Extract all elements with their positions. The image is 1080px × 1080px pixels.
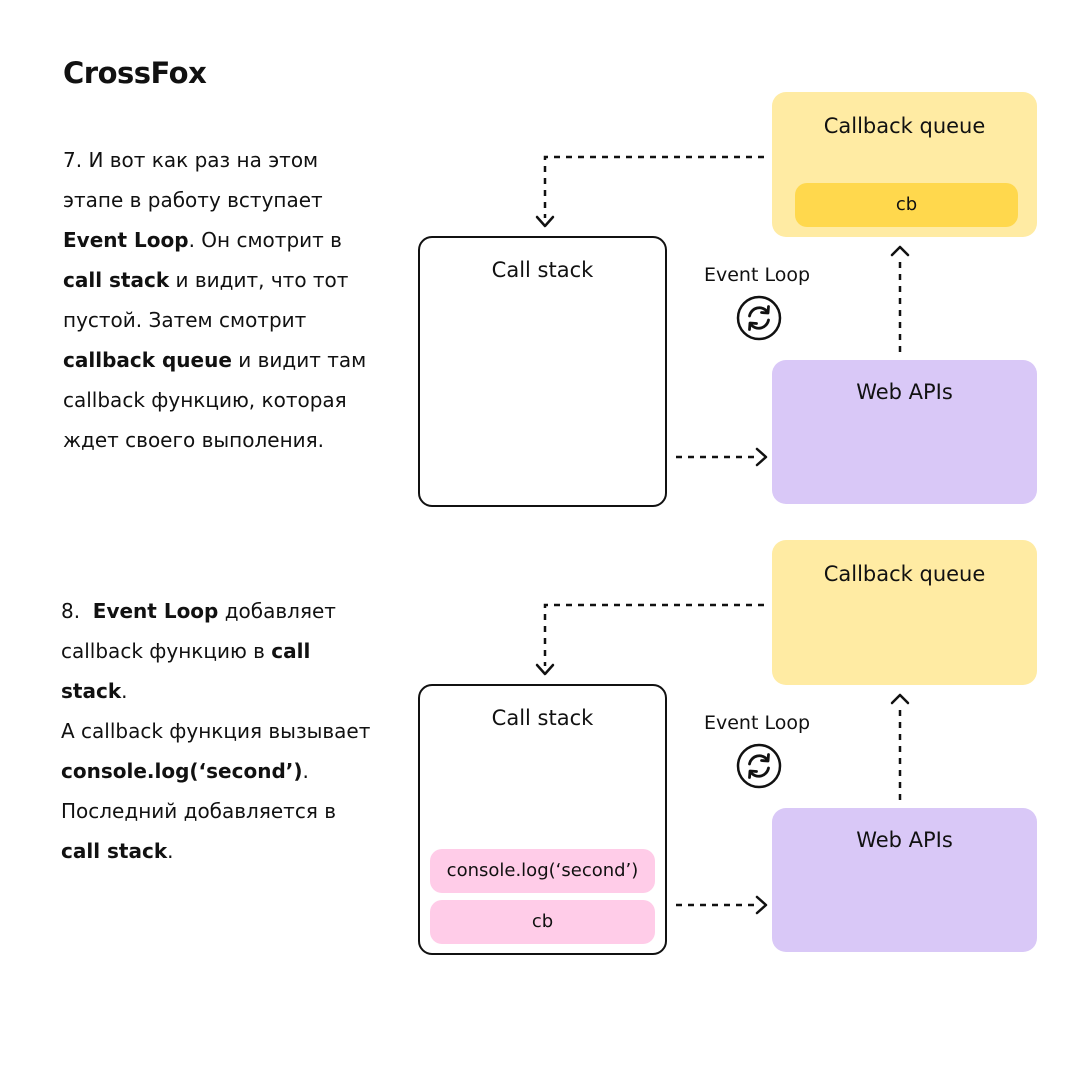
desc-text: 7. И вот как раз на этом	[63, 148, 319, 172]
web-apis-title: Web APIs	[856, 380, 953, 404]
desc-bold: Event Loop	[92, 599, 219, 623]
arrow-head-up	[890, 693, 910, 705]
desc-bold: call stack	[63, 268, 170, 292]
web-apis-title: Web APIs	[856, 828, 953, 852]
call-stack-box: Call stack	[418, 236, 667, 507]
desc-text: 8.	[61, 599, 93, 623]
event-loop-label: Event Loop	[703, 264, 811, 286]
arrow-head-up	[890, 245, 910, 257]
event-loop-label: Event Loop	[703, 712, 811, 734]
queue-to-stack-arrow	[543, 603, 764, 666]
arrow-head-right	[755, 447, 768, 467]
desc-text: callback функцию, которая	[63, 388, 347, 412]
desc-bold: console.log(‘second’)	[61, 759, 303, 783]
desc-text: Последний добавляется в	[61, 799, 336, 823]
step-7-description: 7. И вот как раз на этом этапе в работу …	[63, 140, 413, 460]
call-stack-box: Call stack console.log(‘second’) cb	[418, 684, 667, 955]
brand-logo: CrossFox	[63, 56, 207, 90]
callback-queue-title: Callback queue	[823, 114, 986, 138]
call-stack-title: Call stack	[491, 258, 594, 282]
web-apis-box: Web APIs	[772, 808, 1037, 952]
desc-bold: call stack	[61, 839, 168, 863]
queue-item-cb: cb	[795, 183, 1018, 227]
desc-text: пустой. Затем смотрит	[63, 308, 307, 332]
callback-queue-title: Callback queue	[823, 562, 986, 586]
step-8-description: 8. Event Loop добавляет callback функцию…	[61, 591, 421, 871]
desc-text: ждет своего выполения.	[63, 428, 325, 452]
desc-bold: call	[271, 639, 311, 663]
arrow-head-down	[535, 663, 555, 676]
desc-text: и видит там	[231, 348, 367, 372]
arrow-head-right	[755, 895, 768, 915]
stack-item-console-log: console.log(‘second’)	[430, 849, 655, 893]
desc-text: callback функцию в	[61, 639, 272, 663]
callback-queue-box: Callback queue	[772, 540, 1037, 685]
call-stack-title: Call stack	[491, 706, 594, 730]
desc-bold: Event Loop	[63, 228, 189, 252]
desc-text: этапе в работу вступает	[63, 188, 323, 212]
callback-queue-box: Callback queue cb	[772, 92, 1037, 237]
arrow-head-down	[535, 215, 555, 228]
desc-bold: callback queue	[63, 348, 232, 372]
stack-item-cb: cb	[430, 900, 655, 944]
desc-text: .	[121, 679, 128, 703]
queue-to-stack-arrow	[543, 155, 764, 218]
web-apis-box: Web APIs	[772, 360, 1037, 504]
refresh-icon	[736, 743, 782, 789]
desc-text: добавляет	[218, 599, 336, 623]
desc-text: .	[167, 839, 174, 863]
refresh-icon	[736, 295, 782, 341]
desc-bold: stack	[61, 679, 122, 703]
desc-text: . Он смотрит в	[188, 228, 342, 252]
desc-text: и видит, что тот	[169, 268, 349, 292]
desc-text: .	[302, 759, 309, 783]
desc-text: А callback функция вызывает	[61, 719, 371, 743]
